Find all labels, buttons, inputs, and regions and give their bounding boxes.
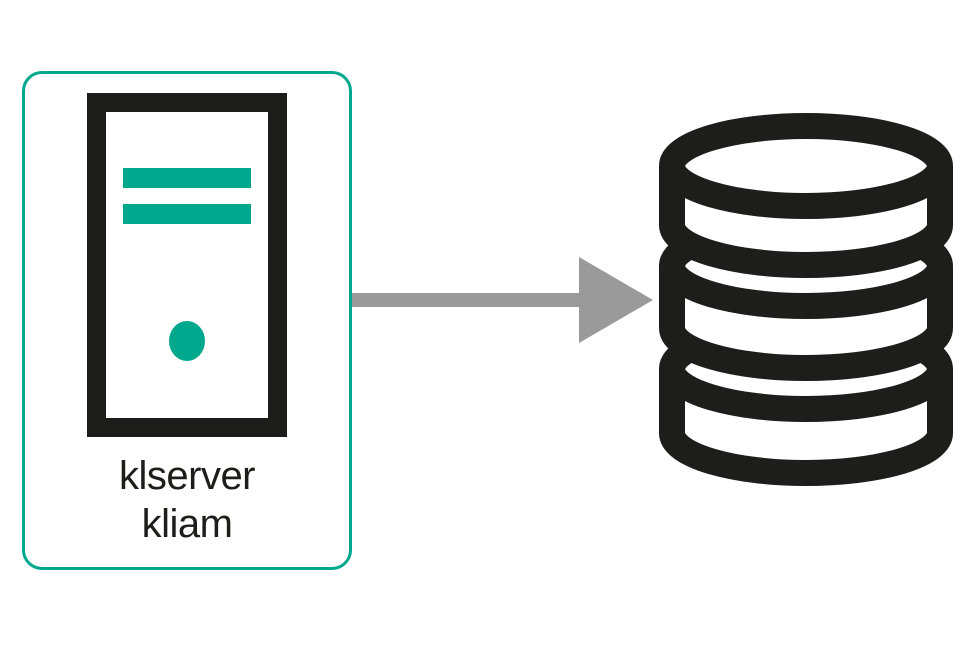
arrow-shaft bbox=[352, 293, 584, 307]
server-tower-body bbox=[87, 93, 287, 437]
server-label-line1: klserver bbox=[118, 454, 256, 498]
server-slot-bar-top bbox=[123, 168, 251, 188]
server-label-line2: kliam bbox=[141, 502, 233, 546]
arrow-right-icon bbox=[352, 257, 653, 343]
server-slot-bar-bottom bbox=[123, 204, 251, 224]
server-node-frame bbox=[22, 71, 352, 570]
database-icon bbox=[659, 113, 953, 486]
arrow-head bbox=[579, 257, 653, 343]
server-power-dot bbox=[169, 321, 205, 361]
server-tower-icon bbox=[87, 93, 287, 437]
server-node-label: klserver kliam bbox=[22, 452, 352, 548]
database-disk-top bbox=[659, 113, 953, 278]
